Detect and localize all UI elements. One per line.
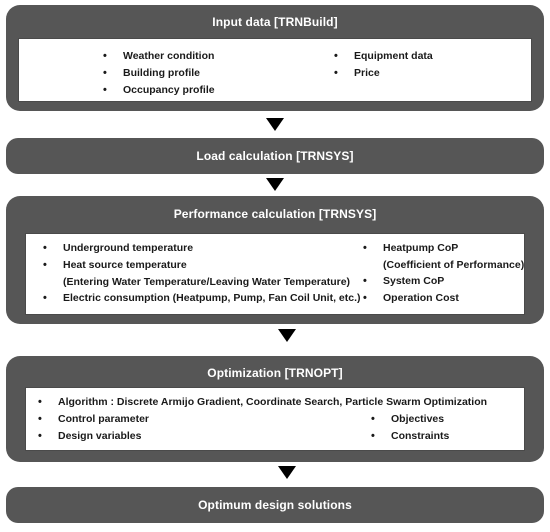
list-item: •Weather condition: [103, 50, 215, 62]
list-item: •Underground temperature: [43, 242, 194, 254]
stage-title-input: Input data [TRNBuild]: [212, 15, 338, 29]
input-right-column: •Equipment data •Price: [334, 48, 433, 82]
list-item: •Control parameter: [38, 413, 150, 425]
list-item: •Constraints: [371, 430, 450, 442]
optimization-algorithm: •Algorithm : Discrete Armijo Gradient, C…: [38, 394, 487, 411]
list-item: •Algorithm : Discrete Armijo Gradient, C…: [38, 396, 488, 408]
list-item: •Objectives: [371, 413, 445, 425]
list-item: •Occupancy profile: [103, 84, 215, 96]
stage-performance-calculation: Performance calculation [TRNSYS] •Underg…: [6, 196, 544, 324]
stage-load-calculation: Load calculation [TRNSYS]: [6, 138, 544, 174]
input-data-box: •Weather condition •Building profile •Oc…: [18, 38, 532, 102]
optimization-box: •Algorithm : Discrete Armijo Gradient, C…: [25, 387, 525, 451]
list-item: •Equipment data: [334, 50, 433, 62]
performance-left-column: •Underground temperature •Heat source te…: [43, 240, 361, 307]
list-item: •Price: [334, 67, 380, 79]
list-item: •Operation Cost: [363, 292, 459, 304]
down-arrow-icon: [278, 466, 296, 479]
stage-title-output: Optimum design solutions: [198, 498, 352, 512]
performance-right-column: •Heatpump CoP(Coefficient of Performance…: [363, 240, 524, 307]
stage-title-load: Load calculation [TRNSYS]: [196, 149, 354, 163]
optimization-left-column: •Control parameter •Design variables: [38, 411, 149, 445]
down-arrow-icon: [266, 118, 284, 131]
list-item: •Design variables: [38, 430, 142, 442]
stage-input-data: Input data [TRNBuild] •Weather condition…: [6, 5, 544, 111]
stage-optimization: Optimization [TRNOPT] •Algorithm : Discr…: [6, 356, 544, 462]
stage-optimum-design: Optimum design solutions: [6, 487, 544, 523]
list-item: •Heatpump CoP(Coefficient of Performance…: [363, 242, 525, 271]
performance-box: •Underground temperature •Heat source te…: [25, 233, 525, 315]
list-item: •Electric consumption (Heatpump, Pump, F…: [43, 292, 361, 304]
list-item: •Building profile: [103, 67, 200, 79]
down-arrow-icon: [278, 329, 296, 342]
down-arrow-icon: [266, 178, 284, 191]
list-item: •System CoP: [363, 275, 445, 287]
optimization-right-column: •Objectives •Constraints: [371, 411, 449, 445]
stage-title-performance: Performance calculation [TRNSYS]: [173, 207, 377, 221]
stage-title-optimization: Optimization [TRNOPT]: [207, 366, 343, 380]
list-item: •Heat source temperature(Entering Water …: [43, 259, 351, 288]
input-left-column: •Weather condition •Building profile •Oc…: [103, 48, 215, 99]
